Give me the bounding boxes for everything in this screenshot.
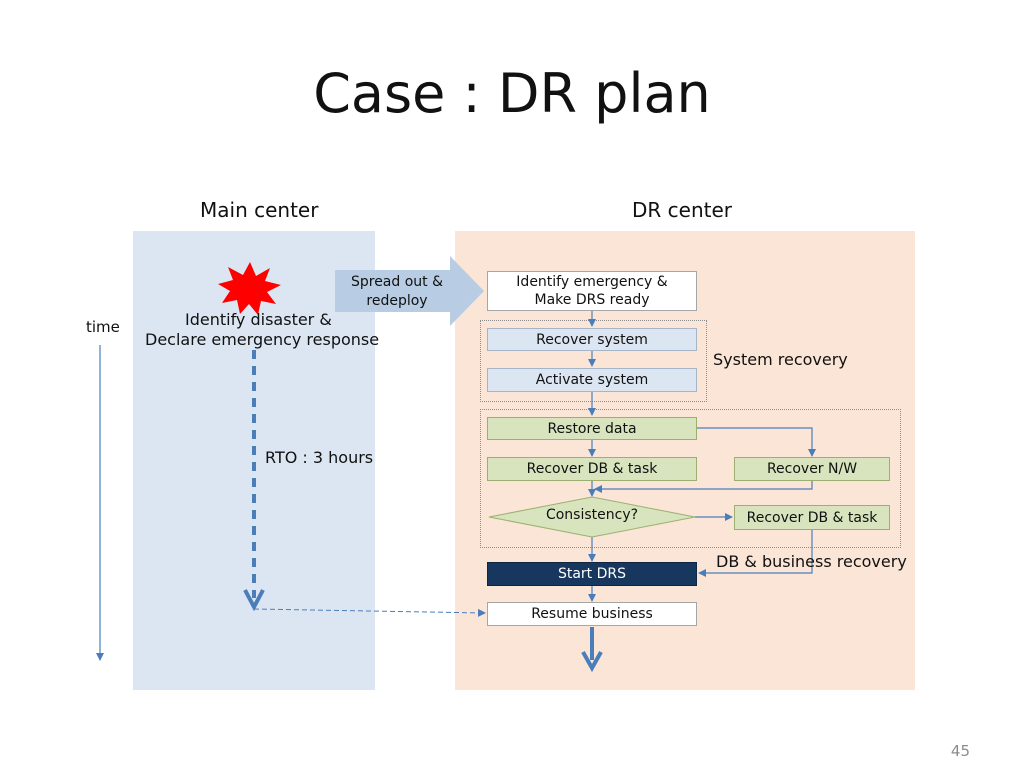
consistency-label: Consistency? [545, 507, 639, 523]
spread-out-line1: Spread out & [350, 274, 444, 290]
main-center-heading: Main center [200, 198, 319, 222]
identify-emergency-line2: Make DRS ready [534, 292, 650, 308]
spread-out-block-arrow [335, 256, 484, 326]
recover-to-start-arrow [698, 530, 813, 577]
recover-db-task-2-box: Recover DB & task [734, 505, 890, 530]
disaster-burst-icon [218, 262, 281, 315]
consistency-diamond [488, 496, 696, 538]
identify-emergency-line1: Identify emergency & [516, 274, 668, 290]
nw-to-consistency-arrow [594, 481, 813, 493]
restore-to-nw-arrow [697, 427, 816, 457]
db-business-recovery-group [480, 409, 901, 548]
rto-arrowhead [243, 589, 265, 612]
system-recovery-label: System recovery [713, 350, 848, 369]
dr-center-heading: DR center [632, 198, 732, 222]
identify-emergency-box: Identify emergency & Make DRS ready [487, 271, 697, 311]
recover-system-box: Recover system [487, 328, 697, 351]
rto-to-resume-arrow [253, 608, 486, 617]
page-number: 45 [950, 742, 970, 760]
start-drs-box: Start DRS [487, 562, 697, 586]
spread-out-label: Spread out & redeploy [340, 273, 454, 311]
identify-disaster-line1: Identify disaster & [185, 310, 332, 329]
identify-disaster-line2: Declare emergency response [145, 330, 380, 349]
restore-data-box: Restore data [487, 417, 697, 440]
final-arrowhead [581, 651, 603, 673]
rto-label: RTO : 3 hours [265, 448, 374, 467]
slide-title: Case : DR plan [313, 62, 711, 125]
time-label: time [86, 318, 120, 336]
resume-business-box: Resume business [487, 602, 697, 626]
recover-db-task-box: Recover DB & task [487, 457, 697, 481]
activate-system-box: Activate system [487, 368, 697, 392]
recover-nw-box: Recover N/W [734, 457, 890, 481]
db-business-recovery-label: DB & business recovery [716, 552, 907, 571]
spread-out-line2: redeploy [366, 293, 428, 309]
